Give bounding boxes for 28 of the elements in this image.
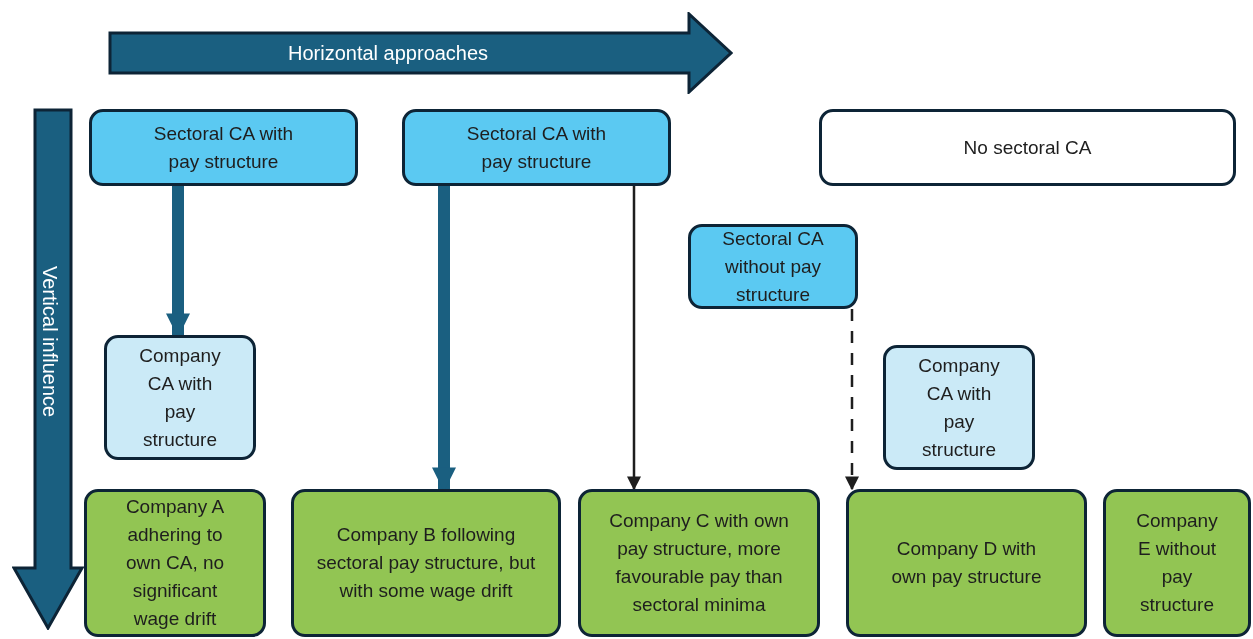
box-text: Company C with own pay structure, more favourable pay than sectoral minima	[608, 509, 790, 617]
no-ca-box	[819, 109, 1236, 186]
box-text: Company CA with pay structure	[917, 353, 1001, 462]
arrow	[627, 186, 641, 491]
box-text: Company A adhering to own CA, no significant wage drift	[124, 495, 226, 631]
arrow-label: Vertical influence	[38, 266, 62, 418]
box-text: Sectoral CA with pay structure	[465, 121, 608, 174]
sectoral-ca-box	[89, 109, 358, 186]
arrow	[845, 309, 859, 491]
company-box	[84, 489, 266, 637]
vertical-arrow	[12, 108, 84, 630]
sectoral-ca-box	[402, 109, 671, 186]
company-box	[846, 489, 1087, 637]
box-text: Sectoral CA without pay structure	[721, 226, 825, 307]
company-ca-box	[883, 345, 1035, 470]
company-box	[578, 489, 820, 637]
horizontal-arrow	[108, 12, 733, 94]
company-box	[291, 489, 561, 637]
box-text: No sectoral CA	[963, 135, 1092, 160]
box-text: Sectoral CA with pay structure	[152, 121, 295, 174]
box-text: Company CA with pay structure	[138, 343, 222, 452]
box-text: Company B following sectoral pay structure, but with some wage drift	[315, 523, 537, 603]
company-ca-box	[104, 335, 256, 460]
company-box	[1103, 489, 1251, 637]
box-text: Company D with own pay structure	[890, 537, 1043, 589]
sectoral-ca-box	[688, 224, 858, 309]
box-text: Company E without pay structure	[1135, 509, 1219, 617]
arrow-label: Horizontal approaches	[288, 41, 489, 66]
